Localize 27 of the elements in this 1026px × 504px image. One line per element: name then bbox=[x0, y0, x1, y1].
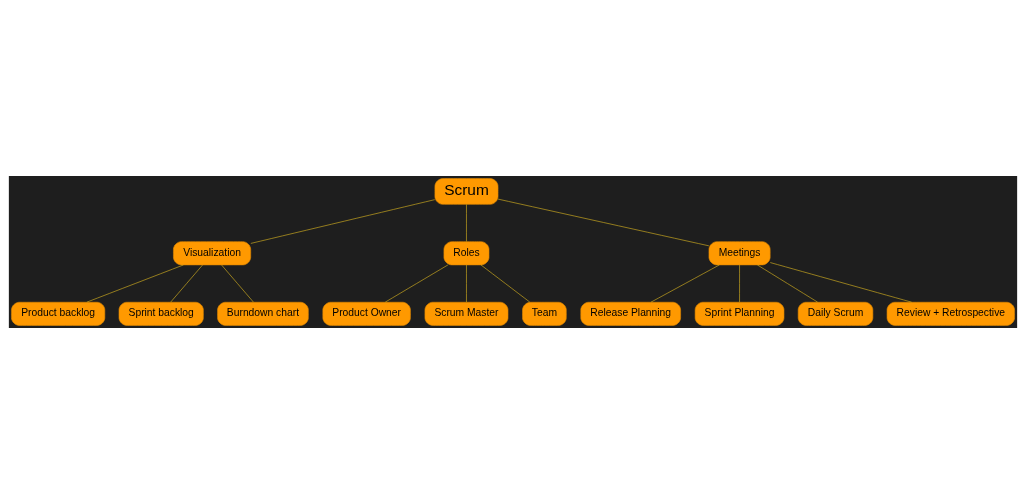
connector bbox=[480, 264, 531, 303]
node-box: Burndown chart bbox=[217, 301, 309, 326]
connector bbox=[250, 199, 436, 244]
connector bbox=[221, 264, 254, 303]
connector bbox=[384, 264, 449, 303]
node-box: Daily Scrum bbox=[797, 301, 874, 326]
node-box: Meetings bbox=[708, 241, 771, 266]
node-box: Scrum bbox=[434, 178, 499, 205]
node-box: Product backlog bbox=[11, 301, 106, 326]
connector bbox=[769, 262, 912, 303]
connector bbox=[466, 264, 467, 303]
connector bbox=[757, 264, 818, 303]
node-box: Release Planning bbox=[580, 301, 681, 326]
node-box: Sprint Planning bbox=[694, 301, 785, 326]
node-box: Sprint backlog bbox=[118, 301, 204, 326]
connector bbox=[466, 204, 467, 242]
connector bbox=[170, 264, 203, 303]
node-box: Visualization bbox=[173, 241, 251, 266]
connector bbox=[739, 264, 740, 303]
connector bbox=[86, 264, 184, 303]
connector bbox=[650, 264, 720, 303]
node-box: Roles bbox=[443, 241, 490, 266]
node-box: Scrum Master bbox=[424, 301, 509, 326]
node-box: Product Owner bbox=[322, 301, 411, 326]
connector bbox=[497, 198, 710, 247]
node-box: Team bbox=[522, 301, 567, 326]
node-box: Review + Retrospective bbox=[886, 301, 1015, 326]
